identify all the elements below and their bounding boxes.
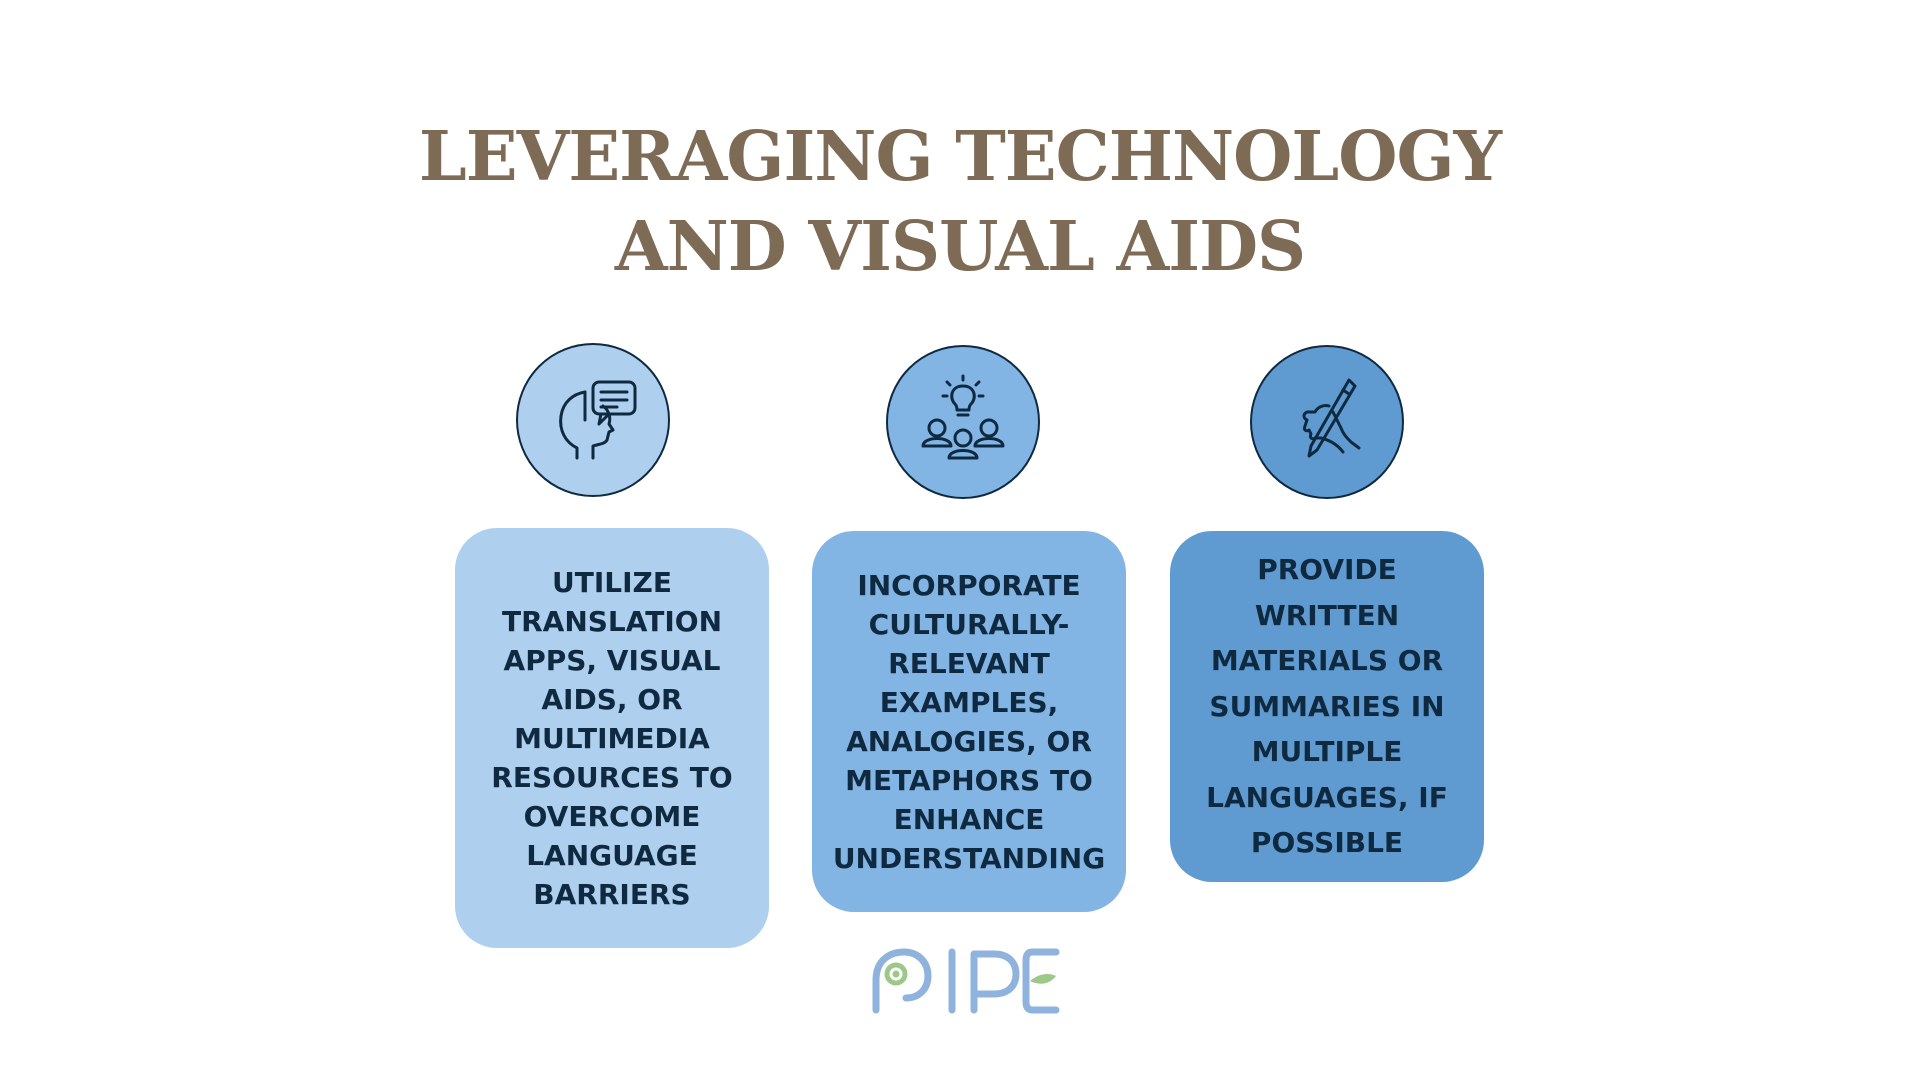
title-line-1: LEVERAGING TECHNOLOGY xyxy=(418,117,1502,197)
page-title: LEVERAGING TECHNOLOGY AND VISUAL AIDS xyxy=(0,112,1920,292)
hand-pencil-icon xyxy=(1250,345,1404,499)
card-1-text: UTILIZE TRANSLATION APPS, VISUAL AIDS, O… xyxy=(491,565,733,911)
title-line-2: AND VISUAL AIDS xyxy=(614,207,1306,287)
head-chat-icon xyxy=(516,343,670,497)
card-written-materials: PROVIDE WRITTEN MATERIALS OR SUMMARIES I… xyxy=(1170,531,1484,882)
card-cultural-examples: INCORPORATE CULTURALLY-RELEVANT EXAMPLES… xyxy=(812,531,1126,912)
card-2-text: INCORPORATE CULTURALLY-RELEVANT EXAMPLES… xyxy=(832,568,1106,875)
pipe-logo xyxy=(872,948,1060,1014)
group-idea-icon xyxy=(886,345,1040,499)
card-translation-tools: UTILIZE TRANSLATION APPS, VISUAL AIDS, O… xyxy=(455,528,769,948)
card-3-text: PROVIDE WRITTEN MATERIALS OR SUMMARIES I… xyxy=(1206,553,1448,860)
